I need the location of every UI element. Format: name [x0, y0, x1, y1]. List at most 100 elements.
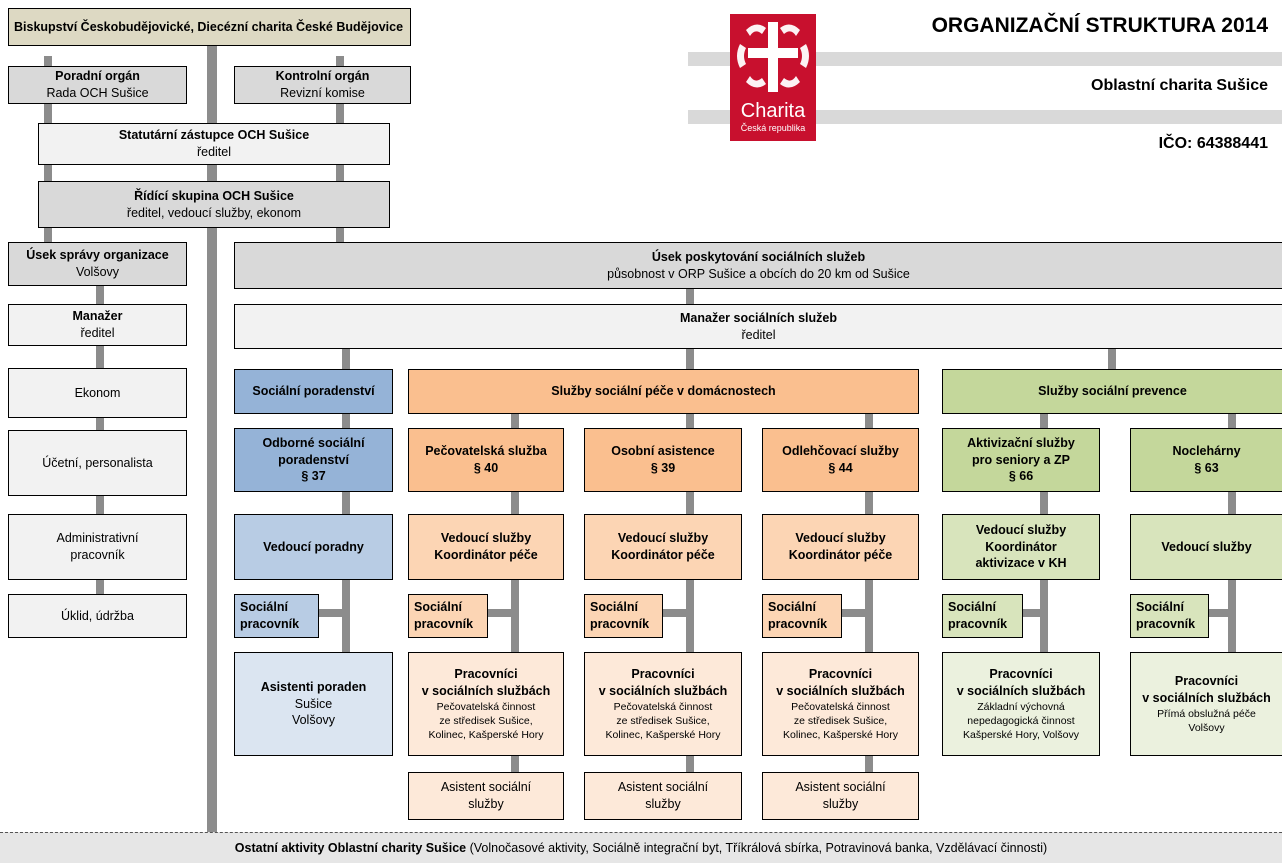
- economist-label: Ekonom: [74, 385, 121, 400]
- worker-line-2: pracovník: [768, 617, 828, 631]
- service-counselling: Odborné sociální poradenství § 37: [234, 428, 393, 492]
- assistant-line-2: služby: [645, 797, 681, 811]
- service-line-1: Odlehčovací služby: [782, 444, 899, 459]
- worker-line-1: Sociální: [768, 600, 816, 615]
- lead-line-3: aktivizace v KH: [975, 556, 1067, 571]
- staff-line-1: Asistenti poraden: [260, 679, 367, 694]
- advisory-body-box: Poradní orgán Rada OCH Sušice: [8, 66, 187, 104]
- worker-line-1: Sociální: [590, 600, 638, 615]
- worker-line-2: pracovník: [414, 617, 474, 631]
- control-body-box: Kontrolní orgán Revizní komise: [234, 66, 411, 104]
- service-line-2: § 63: [1194, 461, 1219, 475]
- staff-line-3: Přímá obslužná péče: [1157, 707, 1256, 720]
- admin-worker-box: Administrativní pracovník: [8, 514, 187, 580]
- assistant-respite: Asistent sociální služby: [762, 772, 919, 820]
- admin-manager-box: Manažer ředitel: [8, 304, 187, 346]
- admin-worker-label: Administrativní pracovník: [56, 531, 139, 562]
- admin-section-box: Úsek správy organizace Volšovy: [8, 242, 187, 286]
- bishopric-label: Biskupství Českobudějovické, Diecézní ch…: [14, 19, 404, 34]
- lead-line-1: Vedoucí služby: [975, 522, 1067, 537]
- lead-line-2: Koordinátor péče: [434, 548, 538, 562]
- maintenance-label: Úklid, údržba: [61, 608, 134, 623]
- assistant-line-2: služby: [468, 797, 504, 811]
- staff-care: Pracovníci v sociálních službách Pečovat…: [408, 652, 564, 756]
- service-line-2: § 40: [473, 461, 499, 475]
- accountant-label: Účetní, personalista: [42, 455, 153, 470]
- staff-line-3: Pečovatelská činnost: [436, 700, 536, 713]
- social-section-title: Úsek poskytování sociálních služeb: [651, 249, 866, 264]
- service-shelter: Noclehárny § 63: [1130, 428, 1282, 492]
- lead-line-2: Koordinátor péče: [611, 548, 715, 562]
- service-respite: Odlehčovací služby § 44: [762, 428, 919, 492]
- worker-line-1: Sociální: [240, 600, 288, 615]
- staff-line-1: Pracovníci: [631, 666, 695, 681]
- lead-line-2: Koordinátor péče: [788, 548, 893, 562]
- footer-rest: (Volnočasové aktivity, Sociálně integrač…: [466, 841, 1048, 855]
- staff-line-5: Kolinec, Kašperské Hory: [605, 728, 721, 741]
- service-line-1: Osobní asistence: [611, 444, 715, 459]
- statutory-box: Statutární zástupce OCH Sušice ředitel: [38, 123, 390, 165]
- lead-line-1: Vedoucí služby: [617, 531, 709, 546]
- staff-counselling: Asistenti poraden Sušice Volšovy: [234, 652, 393, 756]
- worker-care: Sociální pracovník: [408, 594, 488, 638]
- assistant-personal-assistance: Asistent sociální služby: [584, 772, 742, 820]
- lead-line-1: Vedoucí služby: [795, 531, 886, 546]
- steering-subtitle: ředitel, vedoucí služby, ekonom: [126, 205, 302, 220]
- staff-line-1: Pracovníci: [808, 666, 873, 681]
- cross-logo-icon: [737, 22, 809, 92]
- assistant-line-2: služby: [822, 797, 859, 811]
- steering-group-box: Řídící skupina OCH Sušice ředitel, vedou…: [38, 181, 390, 228]
- group-homecare-label: Služby sociální péče v domácnostech: [551, 384, 776, 399]
- staff-line-3: Pečovatelská činnost: [791, 700, 890, 713]
- advisory-title: Poradní orgán: [55, 69, 140, 84]
- lead-line-1: Vedoucí služby: [440, 531, 532, 546]
- service-line-1: Noclehárny: [1172, 444, 1241, 459]
- staff-line-4: ze středisek Sušice,: [439, 714, 533, 727]
- staff-line-3: Základní výchovná: [977, 700, 1065, 713]
- staff-line-3: Volšovy: [291, 713, 336, 728]
- staff-respite: Pracovníci v sociálních službách Pečovat…: [762, 652, 919, 756]
- staff-line-2: v sociálních službách: [776, 683, 905, 698]
- staff-line-1: Pracovníci: [1174, 673, 1239, 688]
- group-counselling: Sociální poradenství: [234, 369, 393, 414]
- statutory-title: Statutární zástupce OCH Sušice: [118, 128, 310, 143]
- worker-line-2: pracovník: [240, 617, 300, 631]
- organization-name: Oblastní charita Sušice: [1091, 77, 1268, 94]
- service-line-3: § 66: [1008, 469, 1034, 484]
- social-section-subtitle: působnost v ORP Sušice a obcích do 20 km…: [607, 266, 910, 281]
- lead-activation: Vedoucí služby Koordinátor aktivizace v …: [942, 514, 1100, 580]
- accountant-box: Účetní, personalista: [8, 430, 187, 496]
- other-activities-footer: Ostatní aktivity Oblastní charity Sušice…: [0, 832, 1282, 863]
- admin-manager-subtitle: ředitel: [80, 326, 115, 340]
- bishopric-box: Biskupství Českobudějovické, Diecézní ch…: [8, 8, 411, 46]
- staff-line-2: v sociálních službách: [421, 683, 551, 698]
- service-line-1: Pečovatelská služba: [425, 444, 547, 459]
- group-prevention-label: Služby sociální prevence: [1038, 384, 1187, 399]
- service-line-2: § 39: [650, 461, 676, 475]
- worker-activation: Sociální pracovník: [942, 594, 1023, 638]
- page-title: ORGANIZAČNÍ STRUKTURA 2014: [931, 14, 1268, 37]
- service-personal-assistance: Osobní asistence § 39: [584, 428, 742, 492]
- service-line-2: pro seniory a ZP: [972, 452, 1070, 467]
- staff-line-5: Kolinec, Kašperské Hory: [428, 728, 544, 741]
- admin-section-subtitle: Volšovy: [75, 265, 120, 279]
- charita-logo: Charita Česká republika: [730, 14, 816, 141]
- group-prevention: Služby sociální prevence: [942, 369, 1282, 414]
- worker-line-1: Sociální: [414, 600, 462, 615]
- staff-line-2: v sociálních službách: [956, 683, 1086, 698]
- service-line-2: § 44: [828, 461, 853, 475]
- staff-line-5: Kolinec, Kašperské Hory: [783, 728, 898, 741]
- worker-line-1: Sociální: [1136, 600, 1184, 615]
- worker-shelter: Sociální pracovník: [1130, 594, 1209, 638]
- lead-respite: Vedoucí služby Koordinátor péče: [762, 514, 919, 580]
- social-manager-title: Manažer sociálních služeb: [680, 310, 837, 325]
- service-line-3: § 37: [301, 469, 326, 484]
- logo-word: Charita: [740, 100, 806, 122]
- control-title: Kontrolní orgán: [275, 69, 370, 84]
- staff-line-1: Pracovníci: [989, 666, 1053, 681]
- staff-line-2: v sociálních službách: [598, 683, 728, 698]
- admin-manager-title: Manažer: [72, 309, 123, 324]
- service-care: Pečovatelská služba § 40: [408, 428, 564, 492]
- worker-line-2: pracovník: [1136, 617, 1196, 631]
- staff-line-2: v sociálních službách: [1142, 690, 1271, 705]
